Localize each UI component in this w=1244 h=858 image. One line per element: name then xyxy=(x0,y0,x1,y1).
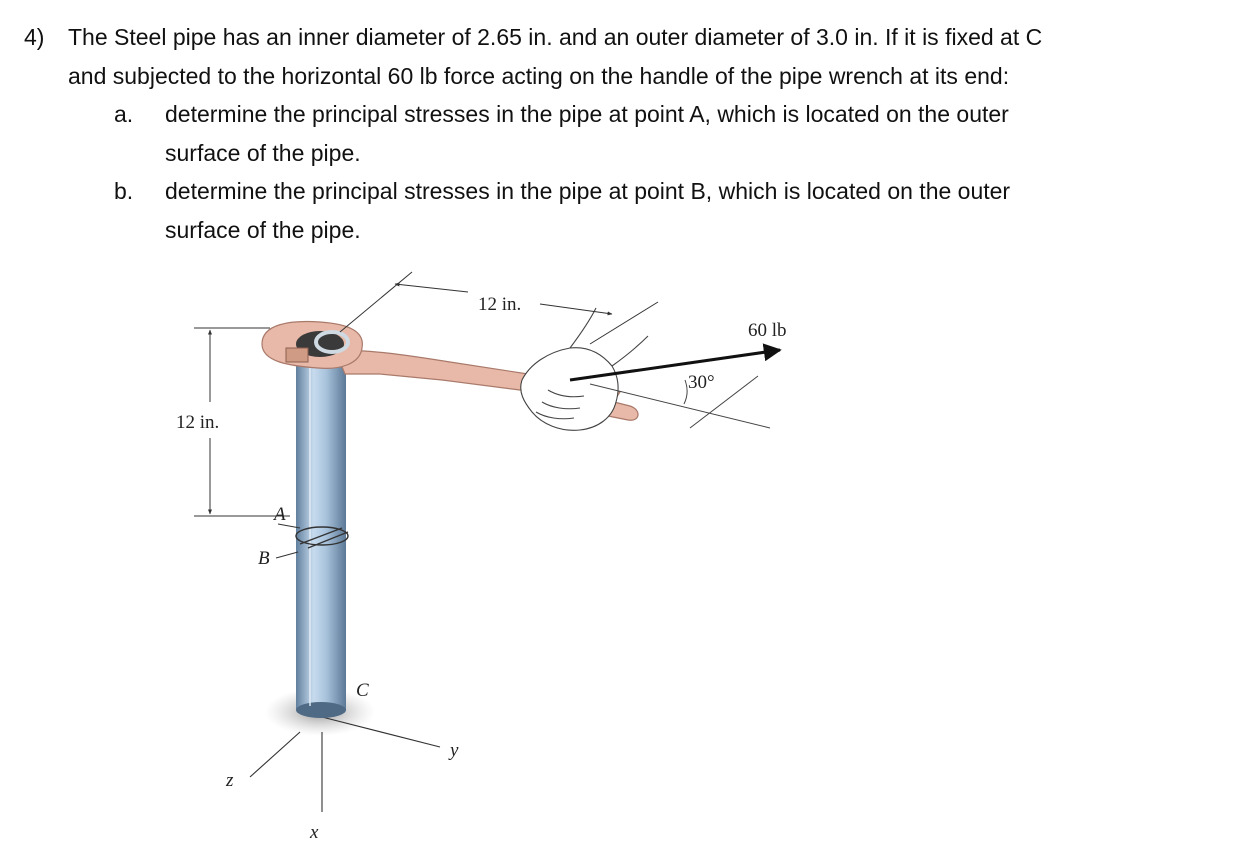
point-a-label: A xyxy=(272,504,286,525)
part-b-text-1: determine the principal stresses in the … xyxy=(165,178,1011,204)
pipe-wrench-figure: 12 in. 60 lb 30° 12 in. A B C y z x xyxy=(150,262,870,858)
part-b-letter: b. xyxy=(114,178,134,204)
pipe-body xyxy=(296,354,346,710)
figure-svg: 12 in. 60 lb 30° 12 in. A B C y z x xyxy=(176,271,787,843)
force-reference-lines xyxy=(589,375,771,429)
wrist-line xyxy=(569,307,597,349)
problem-intro-line-1: 4) The Steel pipe has an inner diameter o… xyxy=(24,18,1229,57)
pipe-height-dimension xyxy=(194,327,290,517)
part-b-text-2: surface of the pipe. xyxy=(165,216,361,243)
dim-line-right xyxy=(539,303,613,316)
wrench-length-label: 12 in. xyxy=(478,294,521,315)
stress-ring-tick xyxy=(299,527,343,545)
axis-y-line xyxy=(321,716,441,748)
part-a-text-2: surface of the pipe. xyxy=(165,139,361,166)
point-c-label: C xyxy=(356,680,369,701)
problem-statement: 4) The Steel pipe has an inner diameter o… xyxy=(24,18,1229,249)
force-label: 60 lb xyxy=(748,320,787,341)
wrench-adjuster xyxy=(285,347,309,363)
point-b-leader xyxy=(275,551,299,559)
stress-element xyxy=(295,526,349,549)
axis-z-label: z xyxy=(225,770,234,791)
steel-pipe xyxy=(296,354,346,718)
stress-ring xyxy=(295,526,349,546)
wrench-jaw-ring xyxy=(314,330,350,354)
part-b-line-1: b. determine the principal stresses in th… xyxy=(24,172,1229,211)
hand-icon xyxy=(520,307,649,431)
wrench-length-dimension xyxy=(339,271,659,345)
intro-text-1: The Steel pipe has an inner diameter of … xyxy=(68,24,1043,50)
dim-line-left xyxy=(394,282,469,293)
hand-outline xyxy=(520,347,619,431)
angle-label: 30° xyxy=(688,372,715,393)
wrist-line-2 xyxy=(611,335,649,367)
force-ref-line-diag xyxy=(689,375,759,429)
part-a-letter: a. xyxy=(114,101,134,127)
base-axes xyxy=(249,716,441,812)
point-a-leader xyxy=(277,523,301,529)
part-a-text-1: determine the principal stresses in the … xyxy=(165,101,1009,127)
dim-ext-left xyxy=(339,271,413,333)
pipe-bottom-rim xyxy=(296,702,346,718)
force-arrow-icon xyxy=(569,343,782,382)
intro-text-2: and subjected to the horizontal 60 lb fo… xyxy=(68,62,1010,89)
problem-number: 4) xyxy=(24,24,45,50)
point-b-label: B xyxy=(258,548,270,569)
axis-z-line xyxy=(249,731,301,778)
dim-ext-right xyxy=(589,301,659,345)
stress-ring-tick-2 xyxy=(307,531,349,549)
part-a-line-1: a. determine the principal stresses in th… xyxy=(24,95,1229,134)
angle-arc xyxy=(683,379,688,405)
axis-x-label: x xyxy=(309,822,319,843)
pipe-height-label: 12 in. xyxy=(176,412,219,433)
hand-fingers xyxy=(535,389,585,420)
force-ref-line-horizontal xyxy=(589,383,771,429)
axis-y-label: y xyxy=(448,740,459,761)
